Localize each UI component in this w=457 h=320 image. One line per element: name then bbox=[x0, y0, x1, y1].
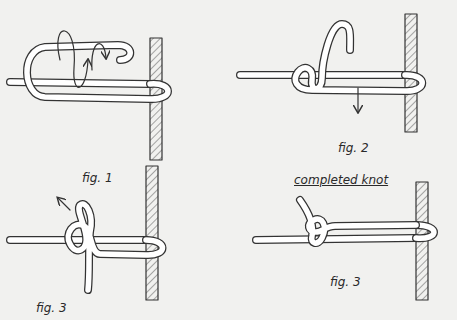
figure-label: fig. 3 bbox=[36, 302, 67, 315]
post bbox=[146, 166, 158, 300]
figure-label: completed knot bbox=[294, 174, 388, 187]
rope bbox=[240, 24, 422, 112]
figure-label: fig. 3 bbox=[330, 276, 361, 289]
figure-label: fig. 2 bbox=[338, 142, 369, 155]
rope bbox=[10, 198, 163, 290]
rope bbox=[256, 200, 434, 243]
figure-label: fig. 1 bbox=[82, 172, 113, 185]
rope bbox=[10, 31, 168, 99]
